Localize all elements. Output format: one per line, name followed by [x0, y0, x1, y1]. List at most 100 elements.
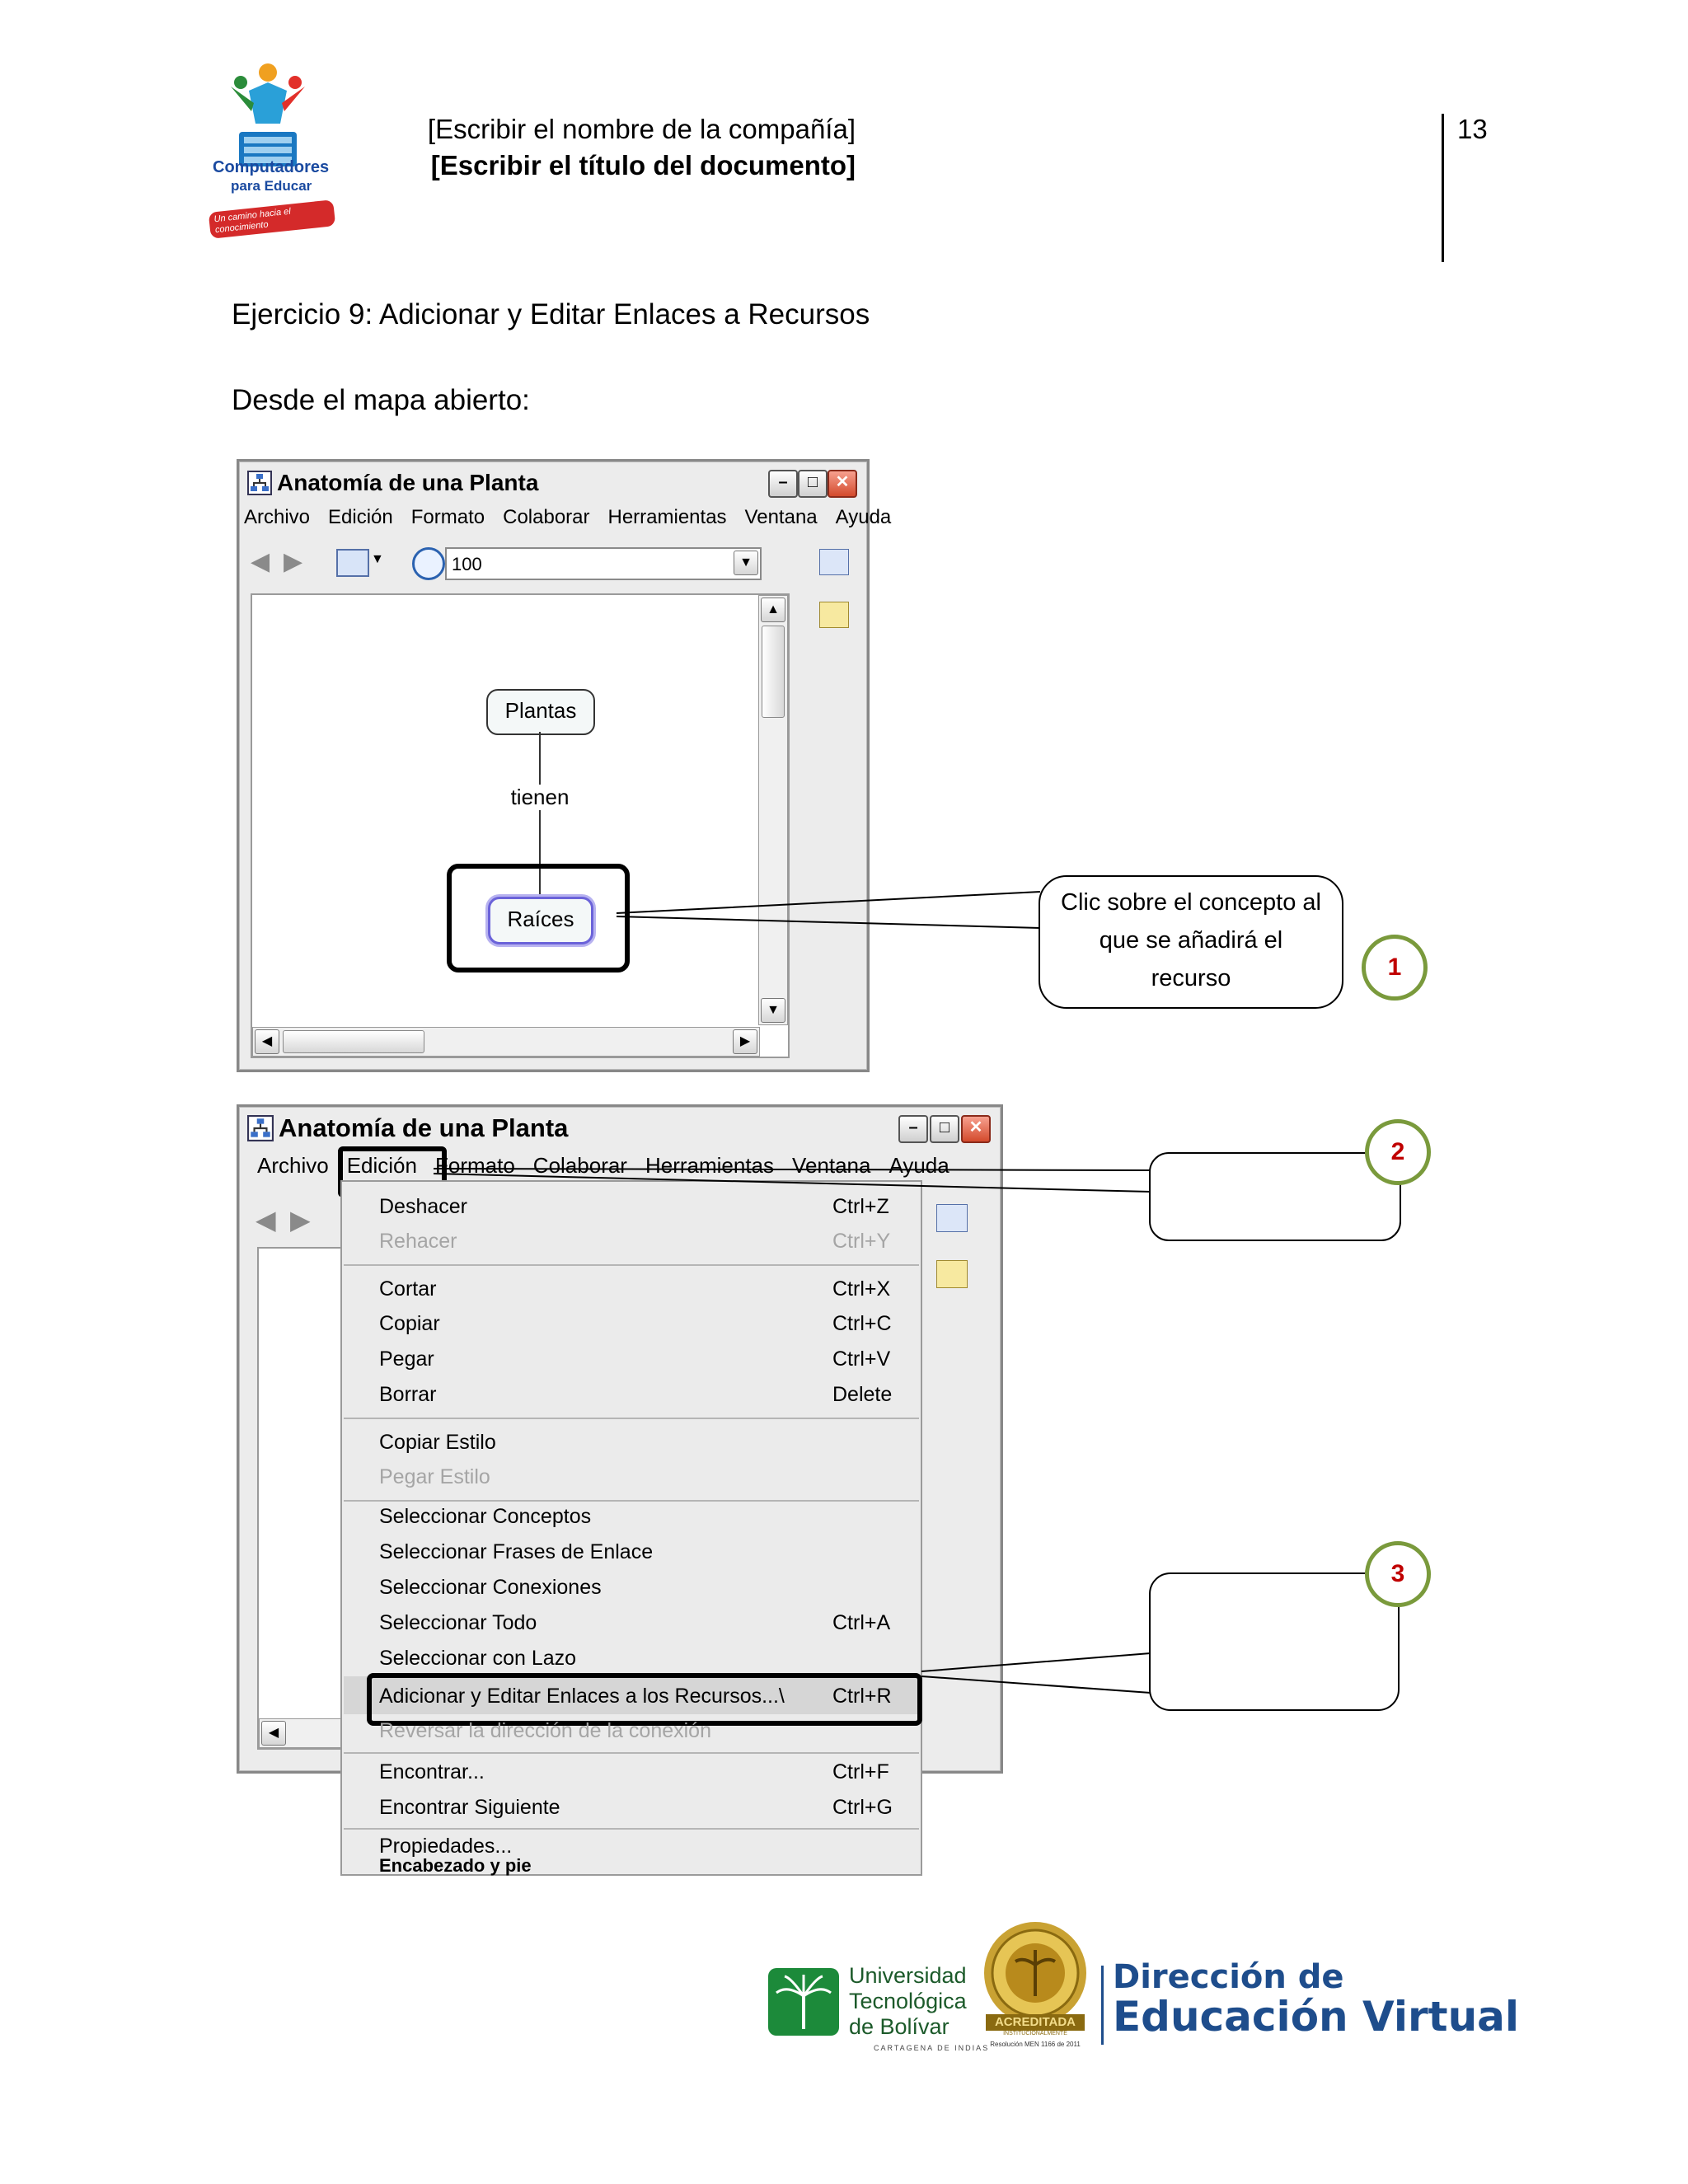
exercise-title: Ejercicio 9: Adicionar y Editar Enlaces … [232, 298, 870, 330]
menu-formato[interactable]: Formato [410, 506, 485, 528]
forward-arrow-icon[interactable]: ▶ [284, 548, 303, 575]
chat-icon[interactable] [936, 1260, 968, 1288]
seal-text: ACREDITADA [986, 2014, 1085, 2031]
page-number: 13 [1457, 114, 1488, 144]
menu-item-adicionar-enlaces[interactable]: Adicionar y Editar Enlaces a los Recurso… [379, 1685, 892, 1708]
vertical-scrollbar[interactable]: ▲ ▼ [758, 595, 788, 1025]
window-1-titlebar[interactable]: Anatomía de una Planta – □ ✕ [244, 466, 862, 499]
footer-divider [1101, 1966, 1104, 2045]
maximize-icon[interactable]: □ [930, 1115, 959, 1143]
menu-separator [344, 1418, 919, 1419]
back-arrow-icon[interactable]: ◀ [251, 548, 270, 575]
chat-icon[interactable] [819, 602, 849, 628]
back-arrow-icon[interactable]: ◀ [256, 1205, 276, 1235]
utb-palm-icon [768, 1968, 839, 2036]
menu-item-encabezado[interactable]: Encabezado y pie [379, 1855, 532, 1876]
menu-item-reversar[interactable]: Reversar la dirección de la conexión [379, 1719, 711, 1742]
menu-item-encontrar[interactable]: Encontrar...Ctrl+F [379, 1760, 889, 1783]
concept-plantas[interactable]: Plantas [486, 689, 595, 735]
logo-text-2: para Educar [231, 178, 312, 194]
zoom-value: 100 [452, 554, 482, 574]
callout-2 [1149, 1152, 1401, 1241]
window-2-title: Anatomía de una Planta [279, 1113, 569, 1142]
intro-text: Desde el mapa abierto: [232, 384, 530, 416]
scroll-thumb[interactable] [762, 626, 785, 718]
menu-separator [344, 1828, 919, 1830]
menu-herramientas[interactable]: Herramientas [645, 1153, 775, 1178]
menu-colaborar[interactable]: Colaborar [503, 506, 590, 528]
menu-ayuda[interactable]: Ayuda [889, 1153, 950, 1178]
zoom-combo[interactable]: 100 ▼ [445, 547, 762, 580]
callout-1: Clic sobre el concepto al que se añadirá… [1039, 875, 1343, 1009]
zoom-icon[interactable] [412, 547, 445, 580]
utb-logo: Universidad Tecnológica de Bolívar CARTA… [767, 1963, 987, 2055]
scroll-down-icon[interactable]: ▼ [761, 998, 785, 1023]
horizontal-scrollbar[interactable]: ◀ ▶ [252, 1027, 760, 1057]
menu-herramientas[interactable]: Herramientas [607, 506, 727, 528]
step-1-badge: 1 [1362, 935, 1428, 1001]
menu-separator [344, 1500, 919, 1502]
accreditation-seal: ACREDITADA INSTITUCIONALMENTE Resolución… [982, 1920, 1088, 2050]
menu-item-copiar-estilo[interactable]: Copiar Estilo [379, 1431, 496, 1454]
window-1-menubar: Archivo Edición Formato Colaborar Herram… [244, 506, 891, 529]
menu-edicion[interactable]: Edición [346, 1153, 417, 1178]
seal-resolution: Resolución MEN 1166 de 2011 [990, 2041, 1081, 2048]
close-icon[interactable]: ✕ [961, 1115, 991, 1143]
scroll-left-icon[interactable]: ◀ [255, 1029, 279, 1054]
maximize-icon[interactable]: □ [798, 470, 828, 498]
header-doc-title: [Escribir el título del documento] [430, 150, 856, 180]
forward-arrow-icon[interactable]: ▶ [290, 1205, 311, 1235]
highlight-box-raices [447, 864, 630, 972]
connection-line [539, 732, 541, 897]
menu-item-pegar-estilo[interactable]: Pegar Estilo [379, 1465, 490, 1488]
menu-edicion[interactable]: Edición [328, 506, 393, 528]
cmap-window-1: Anatomía de una Planta – □ ✕ Archivo Edi… [237, 459, 891, 1072]
menu-item-seleccionar-lazo[interactable]: Seleccionar con Lazo [379, 1647, 577, 1670]
scroll-right-icon[interactable]: ▶ [733, 1029, 757, 1054]
menu-separator [344, 1752, 919, 1754]
scroll-up-icon[interactable]: ▲ [761, 598, 785, 622]
callout-1-text: Clic sobre el concepto al que se añadirá… [1061, 889, 1321, 991]
logo-text-1: Computadores [213, 158, 330, 176]
menu-colaborar[interactable]: Colaborar [532, 1153, 627, 1178]
logo-figures-icon [231, 63, 305, 166]
concept-raices[interactable]: Raíces [488, 897, 593, 944]
view-options-icon[interactable] [336, 549, 369, 577]
map-canvas[interactable]: ▲ ▼ ◀ ▶ Plantas tienen Raíces [251, 593, 790, 1058]
menu-ayuda[interactable]: Ayuda [835, 506, 892, 528]
styles-icon[interactable] [936, 1204, 968, 1232]
scroll-left-icon[interactable]: ◀ [261, 1721, 286, 1746]
dev-line-1: Dirección de [1113, 1958, 1344, 1996]
step-3-badge: 3 [1365, 1541, 1431, 1607]
step-2-badge: 2 [1365, 1119, 1431, 1185]
close-icon[interactable]: ✕ [828, 470, 857, 498]
window-2-titlebar[interactable]: Anatomía de una Planta – □ ✕ [244, 1112, 996, 1145]
menu-item-propiedades[interactable]: Propiedades... [379, 1835, 513, 1858]
menu-item-seleccionar-conexiones[interactable]: Seleccionar Conexiones [379, 1576, 602, 1599]
seal-subtext: INSTITUCIONALMENTE [1003, 2031, 1067, 2036]
header-company: [Escribir el nombre de la compañía] [427, 114, 856, 144]
styles-icon[interactable] [819, 549, 849, 575]
cmap-app-icon [247, 1115, 274, 1141]
menu-archivo[interactable]: Archivo [244, 506, 311, 528]
link-phrase-tienen[interactable]: tienen [503, 785, 577, 810]
menu-item-seleccionar-frases[interactable]: Seleccionar Frases de Enlace [379, 1540, 654, 1563]
menu-ventana[interactable]: Ventana [792, 1153, 871, 1178]
h-scroll-thumb[interactable] [283, 1030, 424, 1053]
menu-item-seleccionar-conceptos[interactable]: Seleccionar Conceptos [379, 1505, 592, 1528]
minimize-icon[interactable]: – [898, 1115, 928, 1143]
chevron-down-icon[interactable]: ▼ [371, 552, 384, 566]
zoom-dropdown-icon[interactable]: ▼ [734, 551, 758, 575]
minimize-icon[interactable]: – [768, 470, 798, 498]
menu-ventana[interactable]: Ventana [744, 506, 818, 528]
menu-archivo[interactable]: Archivo [257, 1153, 329, 1178]
